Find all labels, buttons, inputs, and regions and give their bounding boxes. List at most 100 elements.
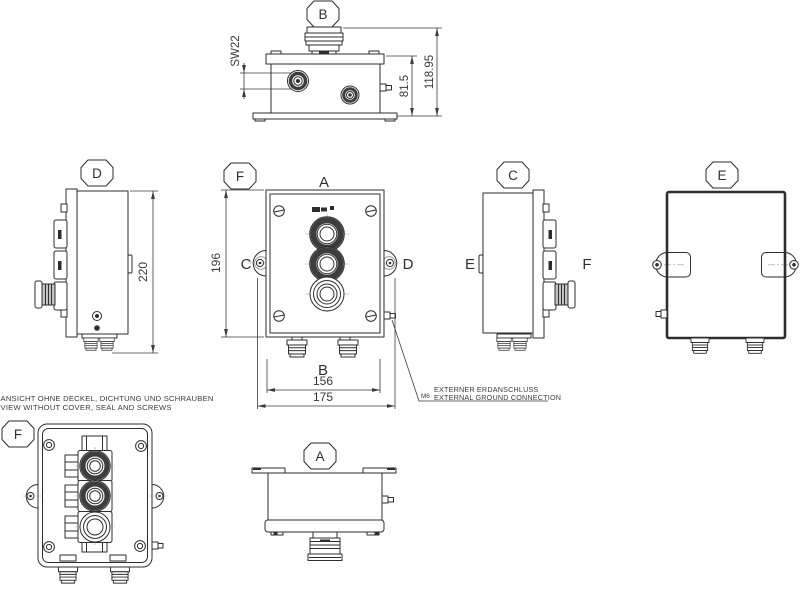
open-box-inner-wall bbox=[42, 428, 148, 563]
view-bubble-e-label: E bbox=[717, 168, 726, 183]
cover-screws bbox=[273, 205, 377, 322]
rear-boss bbox=[478, 254, 484, 274]
cover-plate-edge bbox=[65, 188, 78, 338]
rear-boss bbox=[127, 254, 133, 274]
cable-gland bbox=[337, 339, 359, 358]
dimension-196: 196 bbox=[209, 189, 264, 338]
view-bubble-f-open: F bbox=[1, 420, 35, 448]
note-line-en: VIEW WITHOUT COVER, SEAL AND SCREWS bbox=[1, 403, 172, 412]
cable-gland bbox=[110, 566, 130, 584]
view-bubble-a: A bbox=[303, 442, 337, 470]
dim-81-5-label: 81.5 bbox=[399, 75, 411, 97]
ground-bolt bbox=[383, 311, 396, 320]
cable-gland bbox=[745, 337, 765, 354]
direction-label-b: B bbox=[318, 362, 328, 379]
dim-175-label: 175 bbox=[313, 390, 333, 404]
mounting-ear-left bbox=[248, 250, 271, 277]
view-bubble-e: E bbox=[705, 161, 739, 189]
mounting-flanges bbox=[251, 467, 397, 474]
type-label bbox=[312, 206, 334, 212]
cable-gland bbox=[496, 337, 512, 351]
cable-gland bbox=[286, 339, 308, 358]
view-bubble-b: B bbox=[306, 0, 340, 28]
internal-connector-1 bbox=[79, 450, 111, 482]
mounting-ear-right bbox=[149, 484, 167, 509]
cover-clip bbox=[60, 203, 68, 213]
direction-label-c: C bbox=[241, 256, 252, 273]
direction-label-a: A bbox=[319, 174, 329, 191]
dimension-156: 156 bbox=[266, 359, 381, 393]
cable-gland bbox=[690, 337, 710, 354]
direction-label-f: F bbox=[582, 256, 591, 273]
enclosure-body-side bbox=[482, 192, 534, 334]
view-left-d: D bbox=[34, 159, 158, 354]
dimension-118-95: 118.95 bbox=[343, 27, 442, 116]
cable-gland bbox=[99, 337, 115, 351]
view-bubble-f: F bbox=[223, 162, 257, 190]
dim-118-95-label: 118.95 bbox=[424, 55, 436, 89]
corner-screw-bosses bbox=[43, 439, 147, 553]
view-bubble-f-open-label: F bbox=[14, 427, 22, 442]
connector-block-2 bbox=[542, 250, 557, 280]
cable-gland bbox=[83, 337, 99, 351]
view-bottom-a: A bbox=[251, 442, 397, 561]
feet bbox=[270, 531, 380, 536]
view-bubble-b-label: B bbox=[318, 7, 327, 22]
connector-block-3-with-plug bbox=[34, 280, 68, 311]
dim-156-label: 156 bbox=[313, 374, 333, 388]
view-front: F A C D B bbox=[209, 162, 561, 409]
view-bubble-d: D bbox=[80, 159, 114, 187]
ground-bolt bbox=[151, 541, 164, 550]
ground-note-de: EXTERNER ERDANSCHLUSS bbox=[434, 385, 538, 394]
ground-note-en: EXTERNAL GROUND CONNECTION bbox=[434, 393, 561, 402]
connector-nuts bbox=[64, 454, 79, 539]
mounting-ear-left bbox=[652, 252, 691, 278]
view-bubble-f-label: F bbox=[236, 169, 244, 184]
enclosure-body-bottom-view bbox=[267, 472, 383, 521]
view-bubble-d-label: D bbox=[92, 166, 102, 181]
cover-screw bbox=[92, 311, 102, 331]
ground-note-size: M6 bbox=[421, 393, 430, 400]
note-line-de: ANSICHT OHNE DECKEL, DICHTUNG UND SCHRAU… bbox=[1, 394, 214, 403]
bottom-tab bbox=[59, 554, 77, 562]
ground-bolt bbox=[655, 309, 668, 319]
panel-connector-1 bbox=[309, 216, 345, 252]
ground-bolt-top-view bbox=[379, 83, 392, 92]
connector-block-1 bbox=[53, 219, 68, 249]
cover-clip bbox=[542, 203, 550, 213]
view-right-c: C E F bbox=[465, 161, 592, 351]
cover-inner-edge bbox=[269, 193, 381, 334]
bottom-plate bbox=[496, 333, 532, 339]
view-top-b: B bbox=[230, 0, 442, 122]
bottom-plug-connector bbox=[307, 531, 343, 561]
dimension-175: 175 bbox=[257, 278, 396, 409]
view-bubble-c: C bbox=[496, 161, 530, 189]
cable-gland bbox=[512, 337, 528, 351]
dim-220-label: 220 bbox=[136, 262, 150, 282]
enclosure-body-top-view bbox=[252, 50, 398, 122]
connector-block-2 bbox=[53, 250, 68, 280]
ground-connection-callout: M6 EXTERNER ERDANSCHLUSS EXTERNAL GROUND… bbox=[391, 319, 561, 402]
base-flange bbox=[264, 519, 385, 533]
view-rear-e: E bbox=[652, 161, 799, 354]
enclosure-rear-panel bbox=[665, 190, 787, 340]
view-open-f: ANSICHT OHNE DECKEL, DICHTUNG UND SCHRAU… bbox=[1, 394, 214, 584]
side-gland-circle-1 bbox=[287, 70, 309, 92]
dim-196-label: 196 bbox=[209, 253, 223, 273]
dim-sw22-label: SW22 bbox=[230, 35, 242, 66]
bottom-plate bbox=[81, 333, 118, 339]
internal-connector-3 bbox=[79, 511, 111, 543]
dimension-220: 220 bbox=[112, 190, 158, 354]
view-bubble-c-label: C bbox=[508, 168, 518, 183]
mounting-ear-right bbox=[761, 252, 799, 278]
mounting-ear-left bbox=[23, 484, 41, 509]
direction-label-e: E bbox=[465, 256, 475, 273]
dimension-sw22: SW22 bbox=[230, 35, 292, 99]
cable-gland bbox=[58, 566, 78, 584]
panel-connector-3 bbox=[309, 276, 345, 312]
ground-bolt bbox=[381, 495, 394, 504]
internal-connector-2 bbox=[79, 480, 111, 512]
bottom-tab bbox=[109, 554, 127, 562]
side-gland-circle-2 bbox=[340, 85, 360, 105]
